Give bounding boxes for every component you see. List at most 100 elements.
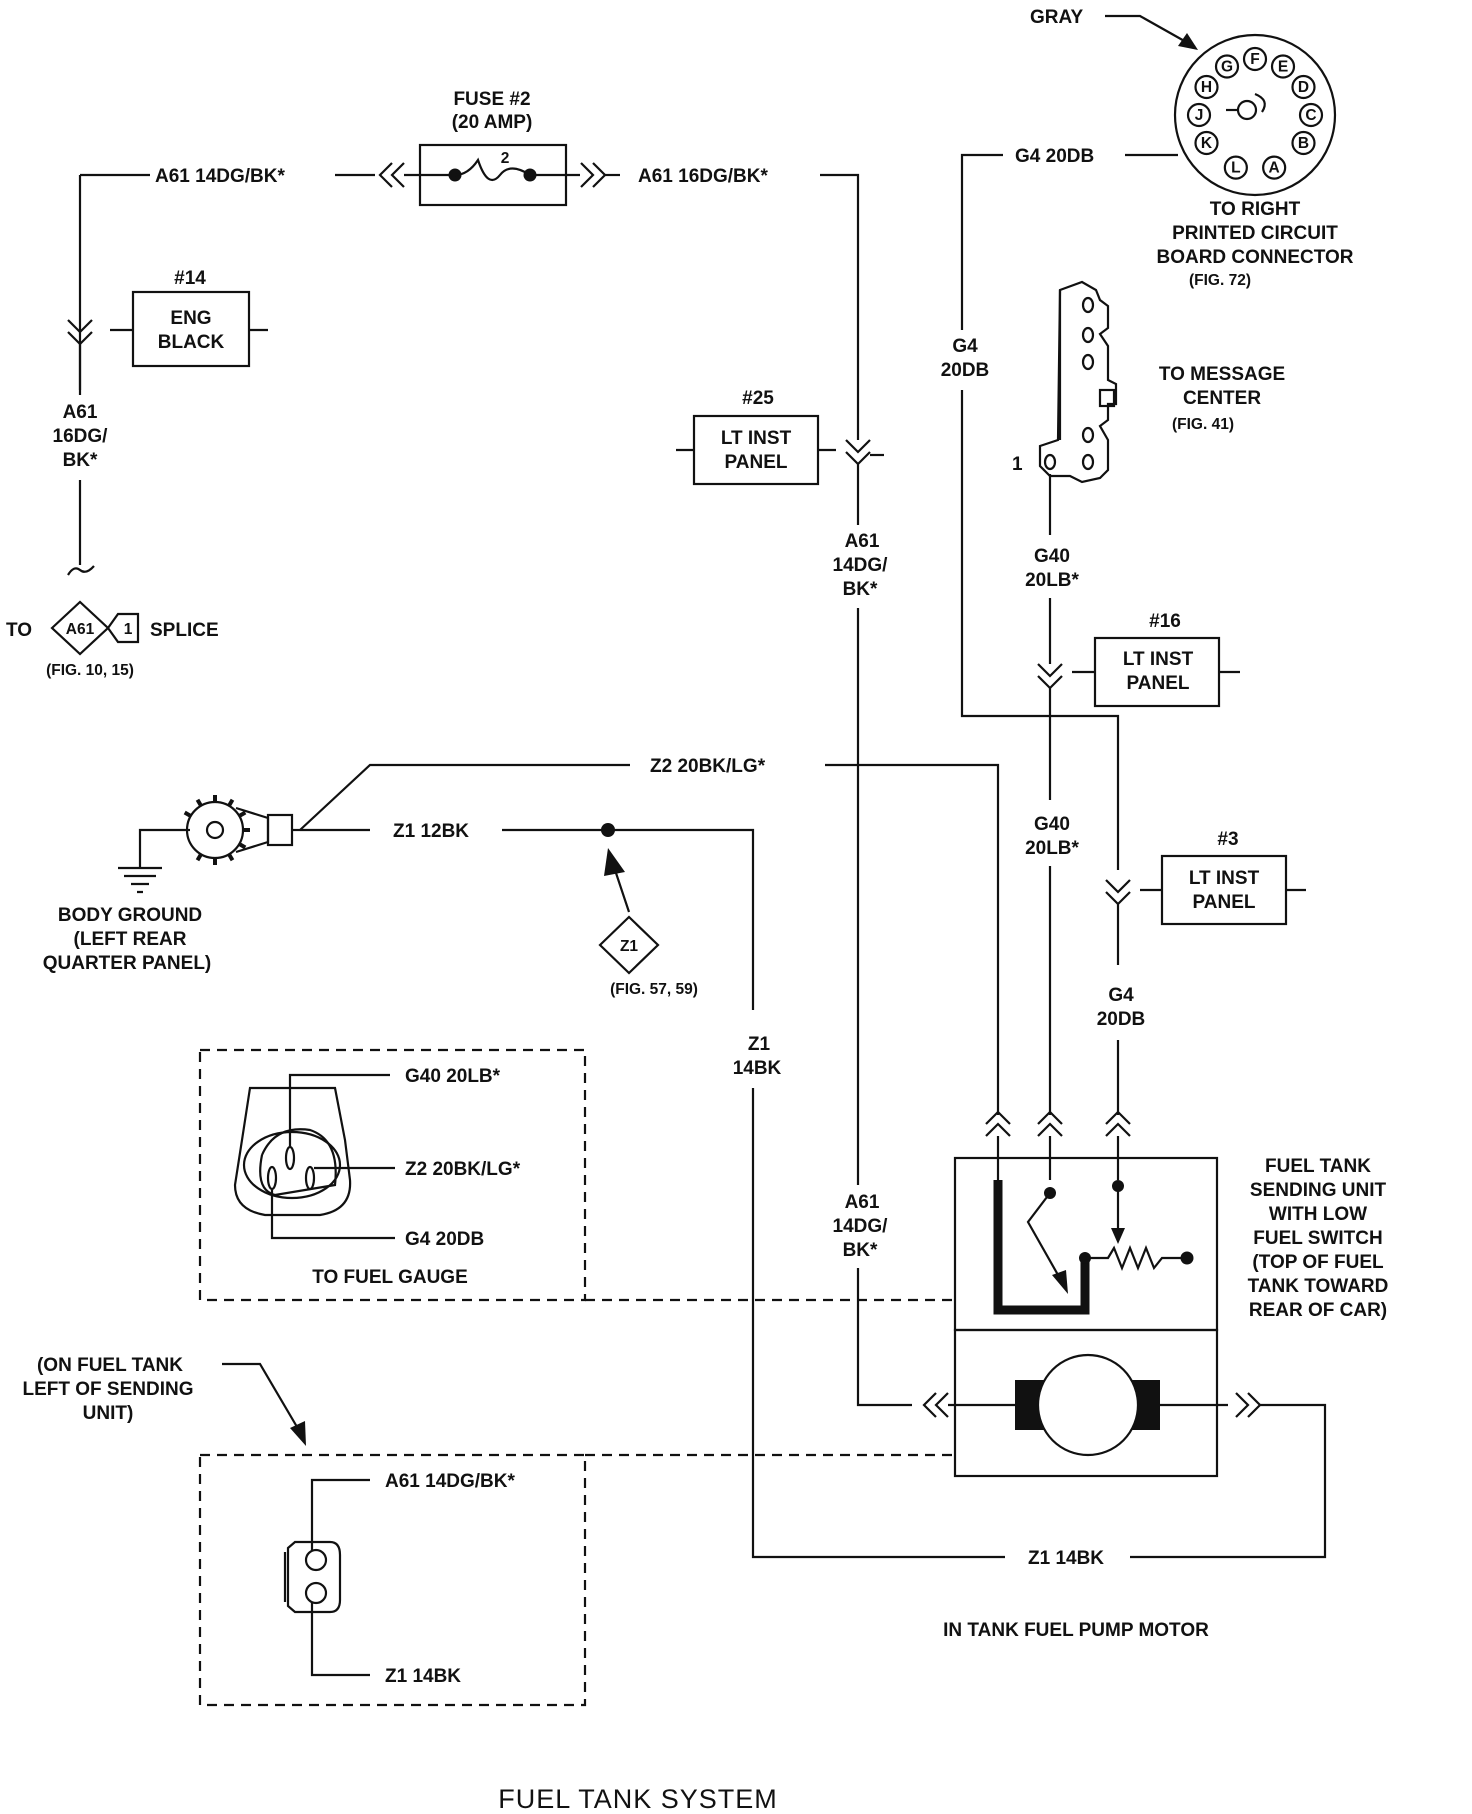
z2-wire: Z2 20BK/LG* bbox=[299, 756, 1011, 1180]
body-ground-l3: QUARTER PANEL) bbox=[43, 953, 212, 974]
wire-label-g4-top: G4 20DB bbox=[1015, 146, 1094, 167]
a61-left-wire: A61 16DG/ BK* bbox=[53, 402, 109, 576]
gray-pin-label-l: L bbox=[1231, 160, 1240, 177]
message-center-pin-hole bbox=[1081, 353, 1095, 371]
connector-14-num: #14 bbox=[174, 268, 206, 289]
sending-unit-l1: FUEL TANK bbox=[1265, 1156, 1371, 1177]
fuse-2: FUSE #2 (20 AMP) 2 bbox=[404, 89, 580, 207]
wire-label-a61-mid-1: A61 bbox=[845, 531, 880, 552]
gray-dest-3: BOARD CONNECTOR bbox=[1156, 247, 1353, 268]
body-ground-l1: BODY GROUND bbox=[58, 905, 202, 926]
wire-label-g40-a-2: 20LB* bbox=[1025, 570, 1079, 591]
gray-pin-l bbox=[1223, 155, 1248, 180]
gray-pin-a bbox=[1262, 155, 1287, 180]
wire-label-a61-low-2: 14DG/ bbox=[833, 1216, 889, 1237]
ground-lug-tooth bbox=[227, 798, 235, 807]
message-center-pins bbox=[1043, 296, 1095, 471]
tank-note-l3: UNIT) bbox=[83, 1403, 134, 1424]
g4-top-wire: G4 20DB G4 20DB bbox=[941, 146, 1178, 870]
pump-connector-box: (ON FUEL TANK LEFT OF SENDING UNIT) A61 … bbox=[23, 1355, 955, 1707]
a61-feed-top: A61 14DG/BK* bbox=[78, 162, 405, 390]
wire-label-a61-mid-2: 14DG/ bbox=[833, 555, 889, 576]
sending-unit: FUEL TANK SENDING UNIT WITH LOW FUEL SWI… bbox=[953, 1156, 1389, 1332]
wire-label-g4-low-1: G4 bbox=[1108, 985, 1134, 1006]
pump-motor: IN TANK FUEL PUMP MOTOR bbox=[943, 1328, 1262, 1641]
sending-unit-l7: REAR OF CAR) bbox=[1249, 1300, 1387, 1321]
gray-pin-j bbox=[1186, 102, 1212, 128]
pump-connector-pin-z1: Z1 14BK bbox=[385, 1666, 461, 1687]
connector-14-l1: ENG bbox=[170, 308, 211, 329]
connector-3-l1: LT INST bbox=[1189, 868, 1260, 889]
connector-16-l2: PANEL bbox=[1127, 673, 1190, 694]
fuel-gauge-pin-z2: Z2 20BK/LG* bbox=[405, 1159, 521, 1180]
ground-lug-tooth bbox=[238, 842, 247, 850]
wire-label-a61-left-2: 16DG/ bbox=[53, 426, 109, 447]
connector-25-l2: PANEL bbox=[725, 452, 788, 473]
gray-pin-label-g: G bbox=[1221, 59, 1233, 76]
body-ground-l2: (LEFT REAR bbox=[74, 929, 187, 950]
gray-pin-label-f: F bbox=[1250, 51, 1259, 68]
g4-lower-wire: G4 20DB bbox=[1097, 879, 1146, 1180]
gray-pin-d bbox=[1291, 74, 1316, 100]
gray-dest-fig: (FIG. 72) bbox=[1189, 272, 1251, 289]
z1-diamond-fig: (FIG. 57, 59) bbox=[610, 981, 698, 998]
wire-label-z1-12: Z1 12BK bbox=[393, 821, 469, 842]
wire-label-g40-b-2: 20LB* bbox=[1025, 838, 1079, 859]
connector-16: #16 LT INST PANEL bbox=[1072, 611, 1240, 708]
gray-pin-h bbox=[1194, 74, 1219, 100]
splice-num: 1 bbox=[124, 621, 133, 638]
a61-mid-wire: A61 14DG/ BK* A61 14DG/ BK* bbox=[833, 531, 1015, 1418]
gray-pin-label-e: E bbox=[1278, 59, 1288, 76]
wire-label-z1-14-1: Z1 bbox=[748, 1034, 771, 1055]
connector-3-num: #3 bbox=[1217, 829, 1238, 850]
wire-label-a61-14-top: A61 14DG/BK* bbox=[155, 166, 285, 187]
wire-label-g4-vert-1: G4 bbox=[952, 336, 978, 357]
g40-wire: G40 20LB* G40 20LB* bbox=[1025, 474, 1080, 1180]
connector-3: #3 LT INST PANEL bbox=[1140, 829, 1306, 926]
message-center-l2: CENTER bbox=[1183, 388, 1261, 409]
gray-dest-2: PRINTED CIRCUIT bbox=[1172, 223, 1338, 244]
wire-label-g4-low-2: 20DB bbox=[1097, 1009, 1146, 1030]
z1-diamond: Z1 (FIG. 57, 59) bbox=[598, 915, 698, 998]
connector-25-l1: LT INST bbox=[721, 428, 792, 449]
message-center-fig: (FIG. 41) bbox=[1172, 416, 1234, 433]
sending-unit-l2: SENDING UNIT bbox=[1250, 1180, 1387, 1201]
wire-label-g4-vert-2: 20DB bbox=[941, 360, 990, 381]
fuse-name: FUSE #2 bbox=[453, 89, 530, 110]
tank-note-l2: LEFT OF SENDING bbox=[23, 1379, 194, 1400]
wire-label-a61-16-top: A61 16DG/BK* bbox=[638, 166, 768, 187]
fuse-number: 2 bbox=[501, 150, 510, 167]
connector-25: #25 LT INST PANEL bbox=[676, 388, 884, 525]
connector-16-num: #16 bbox=[1149, 611, 1181, 632]
fuel-gauge-box: G40 20LB* Z2 20BK/LG* G4 20DB TO FUEL GA… bbox=[198, 1048, 955, 1302]
gray-pin-label-j: J bbox=[1195, 107, 1204, 124]
gray-pin-label-k: K bbox=[1201, 135, 1213, 152]
gray-pin-e bbox=[1270, 54, 1296, 79]
message-center-pin-1: 1 bbox=[1012, 454, 1023, 475]
message-center-connector: 1 TO MESSAGE CENTER (FIG. 41) bbox=[1012, 280, 1285, 484]
splice-code: A61 bbox=[66, 621, 95, 638]
message-center-pin-hole bbox=[1081, 296, 1095, 314]
ground-lug-tooth bbox=[238, 810, 247, 818]
wire-label-a61-low-3: BK* bbox=[843, 1240, 878, 1261]
wire-label-a61-left-3: BK* bbox=[63, 450, 98, 471]
wire-label-g40-b-1: G40 bbox=[1034, 814, 1070, 835]
splice-a61: TO A61 1 SPLICE (FIG. 10, 15) bbox=[6, 600, 219, 679]
gray-pin-b bbox=[1291, 130, 1316, 156]
wire-label-z2: Z2 20BK/LG* bbox=[650, 756, 766, 777]
gray-pin-label-c: C bbox=[1305, 107, 1316, 124]
splice-to: TO bbox=[6, 620, 32, 641]
gray-pin-label-h: H bbox=[1201, 79, 1212, 96]
sending-unit-l5: (TOP OF FUEL bbox=[1252, 1252, 1384, 1273]
sending-unit-l6: TANK TOWARD bbox=[1248, 1276, 1389, 1297]
gray-pin-label-d: D bbox=[1298, 79, 1309, 96]
connector-3-l2: PANEL bbox=[1193, 892, 1256, 913]
fuse-rating: (20 AMP) bbox=[452, 112, 533, 133]
ground-lug-tooth bbox=[195, 853, 203, 862]
message-center-pin-hole-1 bbox=[1043, 453, 1057, 471]
page-title: FUEL TANK SYSTEM bbox=[498, 1784, 778, 1814]
